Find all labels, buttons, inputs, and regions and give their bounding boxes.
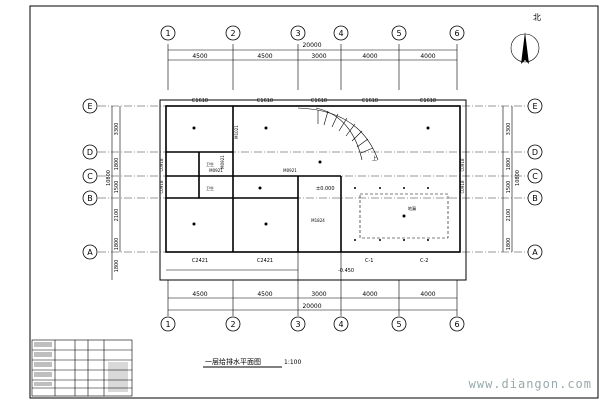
door-3: M0921 bbox=[209, 168, 223, 173]
top-span-5: 4000 bbox=[420, 53, 435, 60]
right-total: 10800 bbox=[515, 170, 521, 186]
door-1: M1021 bbox=[234, 125, 239, 139]
top-window-labels: C1618 C1618 C1618 C1618 C1618 bbox=[192, 98, 436, 104]
row-a-right: A bbox=[532, 248, 538, 257]
bottom-window-labels: C2421 C2421 bbox=[192, 258, 273, 264]
row-bubbles-left: E D C B A bbox=[82, 98, 98, 260]
side-window-labels: C0918 C0918 C0918 C0918 bbox=[159, 158, 465, 193]
left-span-5: 1800 bbox=[114, 238, 120, 251]
right-span-2: 1800 bbox=[506, 158, 512, 171]
row-bubbles-right: E D C B A bbox=[527, 98, 543, 260]
col-1-top: 1 bbox=[165, 29, 170, 38]
top-total-dim: 20000 bbox=[302, 42, 321, 49]
col-3-bottom: 3 bbox=[295, 320, 300, 329]
window-top-2: C1618 bbox=[257, 98, 273, 104]
window-top-3: C1618 bbox=[311, 98, 327, 104]
window-top-1: C1618 bbox=[192, 98, 208, 104]
row-d-left: D bbox=[87, 148, 93, 157]
row-c-left: C bbox=[87, 172, 93, 181]
row-e-right: E bbox=[532, 102, 537, 111]
window-right-2: C0918 bbox=[460, 180, 465, 193]
side-dimensions: 3300 1800 1500 2100 1800 10800 1800 3300… bbox=[106, 106, 521, 280]
building-walls bbox=[159, 99, 467, 281]
elevation-step: -0.450 bbox=[338, 268, 354, 274]
col-3-top: 3 bbox=[295, 29, 300, 38]
window-bottom-1: C2421 bbox=[192, 258, 208, 264]
left-span-4: 2100 bbox=[114, 209, 120, 222]
window-top-5: C1618 bbox=[420, 98, 436, 104]
row-axis-lines bbox=[98, 105, 530, 253]
north-arrow-icon: 北 bbox=[510, 13, 541, 64]
north-label: 北 bbox=[533, 13, 541, 22]
drawing-title: 一层给排水平面图 bbox=[205, 357, 261, 366]
column-bubbles-bottom: 1 2 3 4 5 6 bbox=[160, 316, 465, 332]
left-span-1: 3300 bbox=[114, 123, 120, 136]
bottom-span-3: 3000 bbox=[311, 291, 326, 298]
bottom-total-dim: 20000 bbox=[302, 303, 321, 310]
room-labels: 卫生 卫生 地漏 bbox=[206, 161, 416, 211]
window-left-2: C0918 bbox=[159, 180, 164, 193]
top-dimensions: 20000 4500 4500 3000 4000 4000 bbox=[167, 42, 458, 90]
door-5: M1824 bbox=[311, 218, 325, 223]
window-right-1: C0918 bbox=[460, 158, 465, 171]
top-span-2: 4500 bbox=[257, 53, 272, 60]
window-bottom-2: C2421 bbox=[257, 258, 273, 264]
annotations: ±0.000 -0.450 C-1 C-2 bbox=[316, 186, 428, 274]
right-span-1: 3300 bbox=[506, 123, 512, 136]
col-1-bottom: 1 bbox=[165, 320, 170, 329]
left-total: 10800 bbox=[106, 170, 112, 186]
bottom-span-2: 4500 bbox=[257, 291, 272, 298]
legend-table bbox=[31, 339, 133, 397]
drawing-scale: 1:100 bbox=[284, 359, 301, 366]
col-6-top: 6 bbox=[454, 29, 459, 38]
fixture-label: 地漏 bbox=[408, 205, 416, 211]
col-4-top: 4 bbox=[338, 29, 343, 38]
col-5-top: 5 bbox=[396, 29, 401, 38]
right-span-4: 2100 bbox=[506, 209, 512, 222]
bottom-span-4: 4000 bbox=[362, 291, 377, 298]
row-b-right: B bbox=[532, 194, 538, 203]
section-c2: C-2 bbox=[420, 258, 428, 264]
stair: 上 bbox=[297, 107, 379, 162]
row-d-right: D bbox=[532, 148, 538, 157]
room-label-a: 卫生 bbox=[206, 161, 214, 167]
hall-outline bbox=[359, 193, 449, 239]
row-a-left: A bbox=[87, 248, 93, 257]
section-c1: C-1 bbox=[365, 258, 373, 264]
left-bottom-extra: 1800 bbox=[114, 260, 120, 273]
door-labels: M1021 M0921 M0921 M0921 M1824 bbox=[209, 125, 325, 223]
drawing-title-block: 一层给排水平面图 1:100 bbox=[203, 357, 301, 368]
door-4: M0921 bbox=[283, 168, 297, 173]
left-span-2: 1800 bbox=[114, 158, 120, 171]
elevation-main: ±0.000 bbox=[316, 186, 335, 192]
col-5-bottom: 5 bbox=[396, 320, 401, 329]
bottom-span-1: 4500 bbox=[192, 291, 207, 298]
row-c-right: C bbox=[532, 172, 538, 181]
right-span-5: 1800 bbox=[506, 238, 512, 251]
top-span-4: 4000 bbox=[362, 53, 377, 60]
door-2: M0921 bbox=[220, 155, 225, 169]
top-span-3: 3000 bbox=[311, 53, 326, 60]
top-span-1: 4500 bbox=[192, 53, 207, 60]
room-label-b: 卫生 bbox=[206, 185, 214, 191]
fixture-markers bbox=[192, 126, 430, 241]
right-span-3: 1500 bbox=[506, 181, 512, 194]
window-left-1: C0918 bbox=[159, 158, 164, 171]
bottom-span-5: 4000 bbox=[420, 291, 435, 298]
col-4-bottom: 4 bbox=[338, 320, 343, 329]
column-bubbles-top: 1 2 3 4 5 6 bbox=[160, 25, 465, 41]
bottom-dimensions: 4500 4500 3000 4000 4000 20000 bbox=[167, 280, 458, 316]
window-top-4: C1618 bbox=[362, 98, 378, 104]
watermark: www.diangon.com bbox=[469, 377, 592, 391]
row-b-left: B bbox=[87, 194, 93, 203]
stair-label: 上 bbox=[372, 155, 377, 162]
col-6-bottom: 6 bbox=[454, 320, 459, 329]
col-2-bottom: 2 bbox=[230, 320, 235, 329]
left-span-3: 1500 bbox=[114, 181, 120, 194]
col-2-top: 2 bbox=[230, 29, 235, 38]
row-e-left: E bbox=[87, 102, 92, 111]
